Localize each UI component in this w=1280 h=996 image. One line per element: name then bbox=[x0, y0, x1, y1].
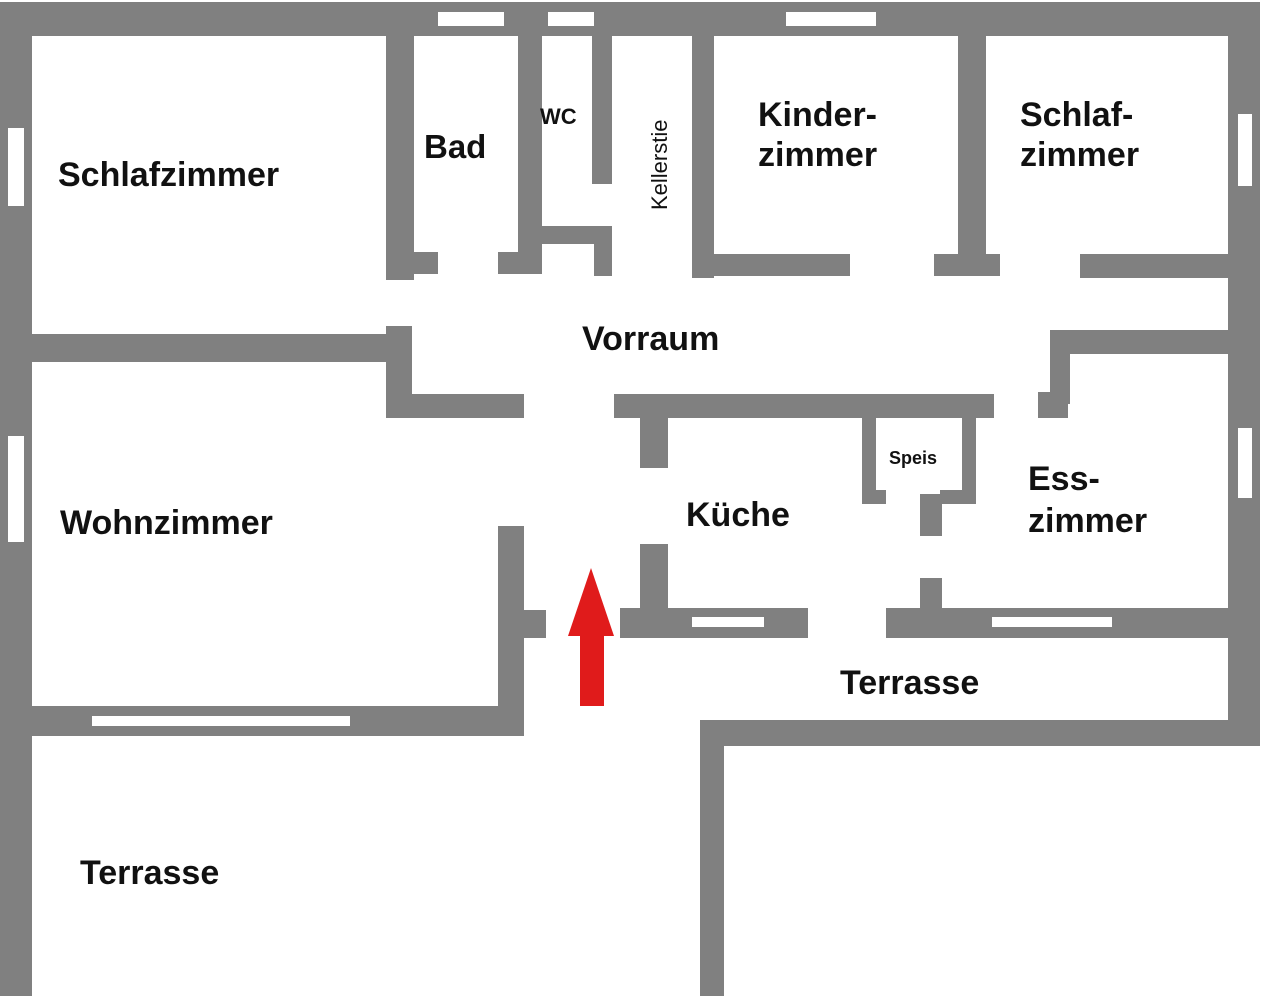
wall-speis-left bbox=[862, 394, 876, 504]
wall-wohn-top bbox=[0, 334, 412, 362]
label-esszimmer-line2: zimmer bbox=[1028, 502, 1147, 540]
label-speis: Speis bbox=[889, 448, 937, 468]
wall-kinder-bottom-right bbox=[934, 254, 1000, 276]
wall-speis-post bbox=[920, 494, 942, 536]
label-schlafzimmer-right-line1: Schlaf- bbox=[1020, 96, 1133, 134]
entrance-arrow-head bbox=[568, 568, 614, 636]
wall-kueche-top bbox=[614, 394, 994, 418]
entrance-arrow-shaft bbox=[580, 632, 604, 706]
wall-speis-bottom-right bbox=[940, 490, 976, 504]
label-kellerstiege: Kellerstie bbox=[647, 120, 672, 210]
wall-ess-top-post bbox=[1050, 330, 1070, 404]
windows bbox=[8, 12, 1252, 726]
label-kinderzimmer-line1: Kinder- bbox=[758, 96, 877, 134]
red-up-arrow-icon bbox=[568, 568, 614, 706]
wall-entry-left-stub bbox=[498, 610, 546, 638]
window-top-bad bbox=[438, 12, 504, 26]
label-vorraum: Vorraum bbox=[582, 320, 719, 358]
wall-kinder-right bbox=[958, 30, 986, 276]
wall-bad-bottom-right bbox=[498, 252, 542, 274]
window-right-schlaf bbox=[1238, 114, 1252, 186]
label-schlafzimmer-right-line2: zimmer bbox=[1020, 136, 1139, 174]
label-wc: WC bbox=[540, 104, 577, 129]
wall-bad-wc bbox=[518, 30, 542, 274]
window-kueche-bottom bbox=[692, 617, 764, 627]
label-kueche: Küche bbox=[686, 496, 790, 534]
label-terrasse-left: Terrasse bbox=[80, 854, 219, 892]
window-top-kinder bbox=[786, 12, 876, 26]
window-left-wohn bbox=[8, 436, 24, 542]
wall-ess-top bbox=[1050, 330, 1260, 354]
window-right-ess bbox=[1238, 428, 1252, 498]
wall-terrace-top bbox=[700, 720, 1260, 746]
wall-vorraum-left bbox=[386, 394, 524, 418]
label-wohnzimmer: Wohnzimmer bbox=[60, 504, 273, 542]
wall-kueche-left-upper bbox=[640, 394, 668, 468]
wall-stair-right bbox=[692, 30, 714, 278]
label-kinderzimmer-line2: zimmer bbox=[758, 136, 877, 174]
wall-speis-right bbox=[962, 394, 976, 504]
window-left-schlaf bbox=[8, 128, 24, 206]
wall-bad-bottom bbox=[386, 252, 438, 274]
wall-terrace-divider bbox=[700, 720, 724, 996]
window-ess-bottom bbox=[992, 617, 1112, 627]
wall-bedroom-right bbox=[386, 30, 414, 280]
window-top-wc bbox=[548, 12, 594, 26]
wall-schlaf-bottom bbox=[1080, 254, 1260, 278]
window-wohn-bottom bbox=[92, 716, 350, 726]
wall-ess-top-stub bbox=[1038, 392, 1068, 418]
label-schlafzimmer-left: Schlafzimmer bbox=[58, 156, 279, 194]
wall-speis-bottom-left bbox=[862, 490, 886, 504]
wall-outer-top bbox=[0, 2, 1260, 36]
label-bad: Bad bbox=[424, 128, 486, 165]
label-esszimmer-line1: Ess- bbox=[1028, 460, 1100, 498]
wall-wc-bottom-post bbox=[594, 226, 612, 276]
wall-wc-inner bbox=[592, 30, 612, 184]
label-terrasse-right: Terrasse bbox=[840, 664, 979, 702]
labels: Schlafzimmer Bad WC Kellerstie Kinder- z… bbox=[58, 96, 1147, 892]
wall-kinder-bottom bbox=[692, 254, 850, 276]
